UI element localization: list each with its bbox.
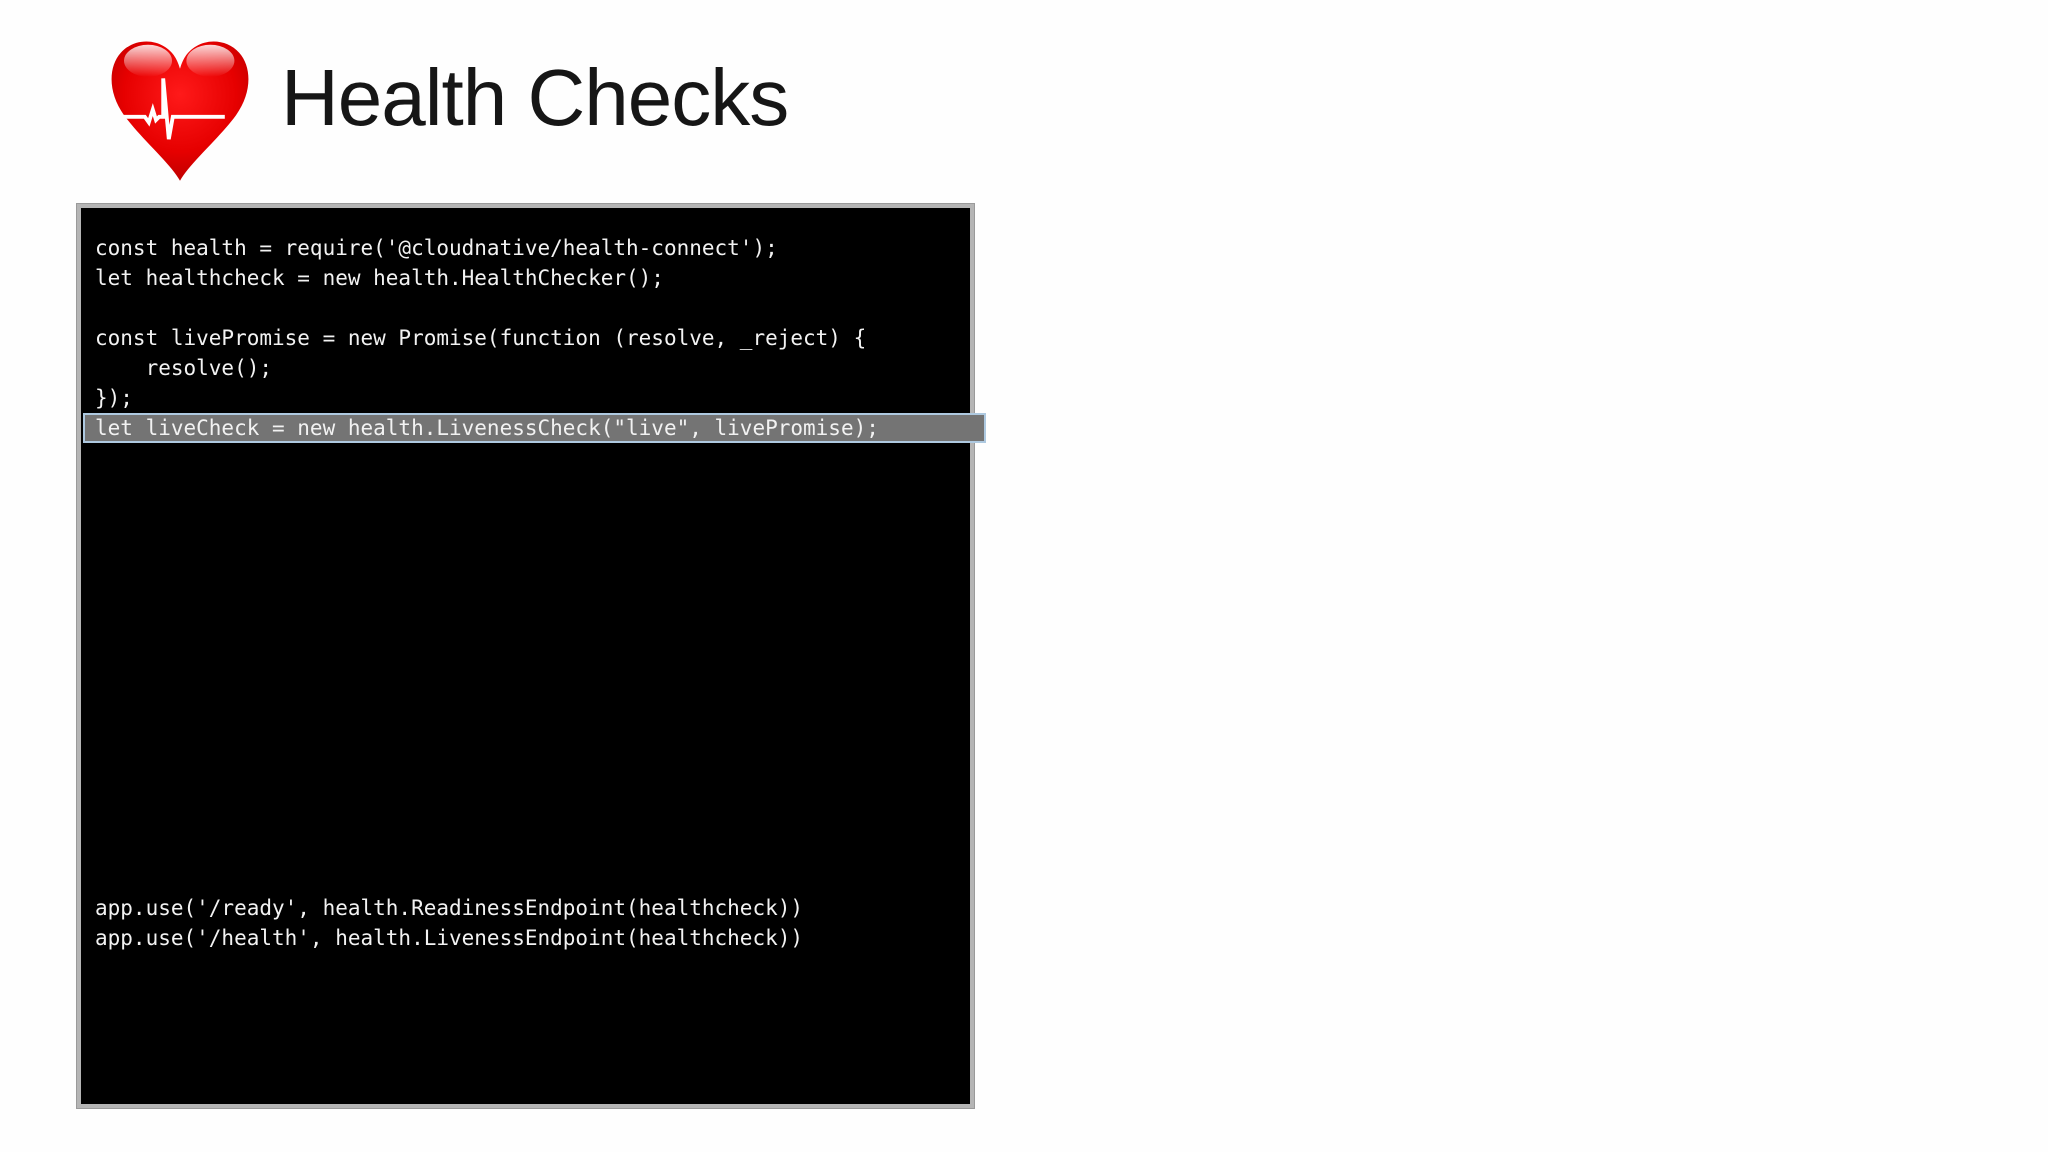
page-title: Health Checks bbox=[281, 53, 789, 142]
code-line bbox=[95, 533, 956, 563]
code-line bbox=[95, 833, 956, 863]
code-line bbox=[95, 803, 956, 833]
code-line bbox=[95, 593, 956, 623]
header: Health Checks bbox=[0, 0, 2048, 204]
code-line bbox=[95, 503, 956, 533]
code-panel: const health = require('@cloudnative/hea… bbox=[77, 204, 986, 1108]
code-line: app.use('/health', health.LivenessEndpoi… bbox=[95, 926, 804, 950]
code-line bbox=[95, 863, 956, 893]
heart-ekg-icon bbox=[111, 41, 249, 181]
code-line bbox=[95, 563, 956, 593]
code-line bbox=[95, 293, 956, 323]
code-line: const health = require('@cloudnative/hea… bbox=[95, 236, 778, 260]
code-line bbox=[95, 653, 956, 683]
code-line: resolve(); bbox=[95, 356, 273, 380]
code-lines: const health = require('@cloudnative/hea… bbox=[81, 208, 986, 953]
highlighted-code-line: let liveCheck = new health.LivenessCheck… bbox=[83, 413, 986, 443]
heart-gloss-right bbox=[186, 44, 235, 77]
ekg-line bbox=[122, 78, 225, 140]
code-line bbox=[95, 623, 956, 653]
code-line bbox=[95, 713, 956, 743]
code-line: app.use('/ready', health.ReadinessEndpoi… bbox=[95, 896, 804, 920]
code-line bbox=[95, 743, 956, 773]
code-line bbox=[95, 443, 956, 473]
code-line: let healthcheck = new health.HealthCheck… bbox=[95, 266, 664, 290]
code-line bbox=[95, 773, 956, 803]
code-line: }); bbox=[95, 386, 133, 410]
heart-gloss-left bbox=[124, 44, 172, 77]
code-line bbox=[95, 683, 956, 713]
code-line: const livePromise = new Promise(function… bbox=[95, 326, 867, 350]
code-line bbox=[95, 473, 956, 503]
